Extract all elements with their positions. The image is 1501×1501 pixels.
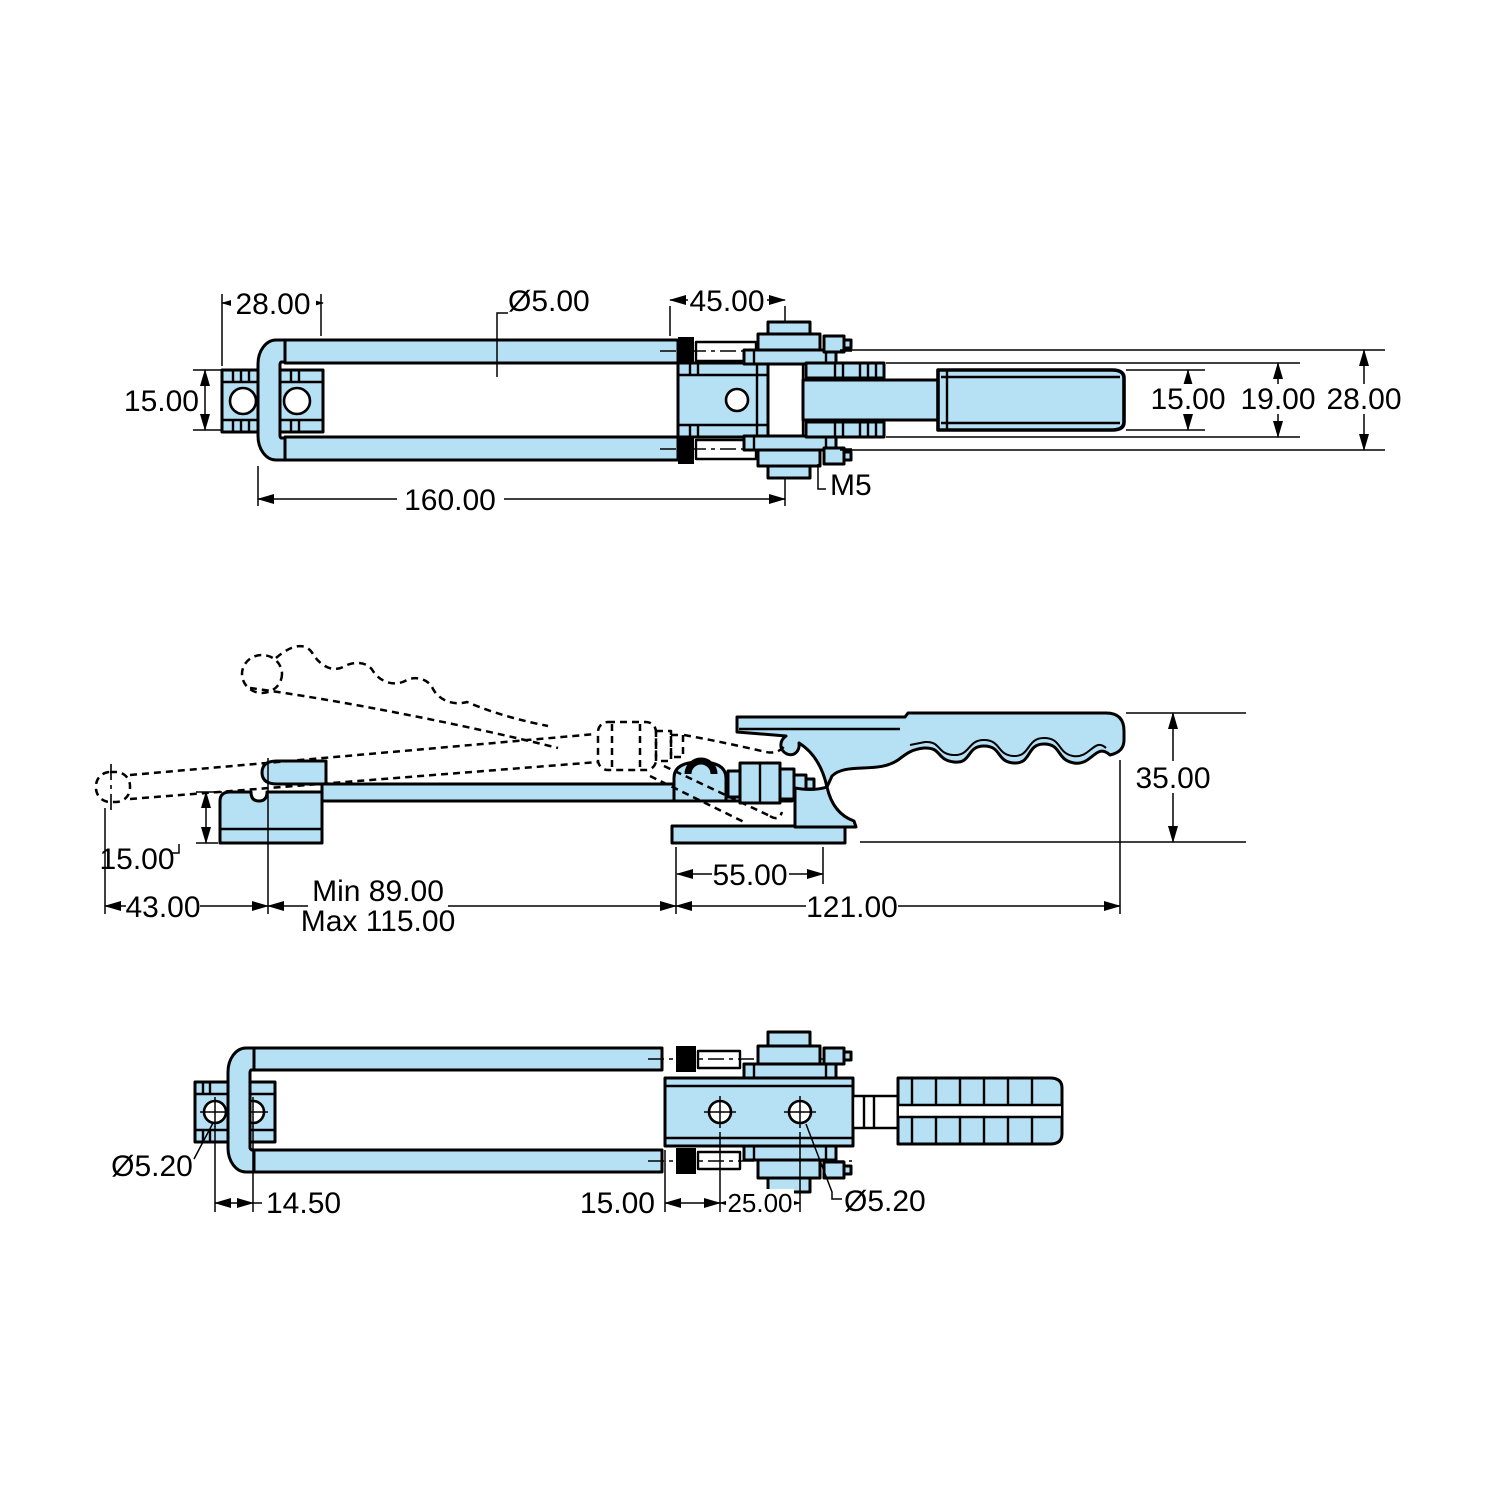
dim-45: 45.00 [689, 285, 764, 318]
dim-28-top: 28.00 [235, 288, 310, 321]
side-body-and-handle [735, 711, 1126, 829]
dim-1450: 14.50 [266, 1187, 341, 1220]
plate-hole [282, 386, 312, 416]
dim-160: 160.00 [404, 484, 496, 517]
dim-28-right: 28.00 [1326, 383, 1401, 416]
side-latch-bracket [218, 790, 324, 845]
dim-55: 55.00 [712, 859, 787, 892]
dim-dia5: Ø5.00 [508, 285, 590, 318]
top-view: 28.00 Ø5.00 45.00 15.00 160.00 M5 [124, 285, 1407, 517]
dim-121: 121.00 [806, 891, 898, 924]
dim-max115: Max 115.00 [301, 905, 456, 938]
side-open-position-dashed [94, 645, 788, 824]
dim-15-left: 15.00 [124, 385, 199, 418]
body-pivot-hole [724, 387, 750, 413]
plate-hole [228, 386, 258, 416]
side-base-plate [670, 824, 847, 845]
dim-min89: Min 89.00 [312, 875, 444, 908]
dim-15-bottom: 15.00 [580, 1187, 655, 1220]
top-handle-grip [936, 368, 1126, 432]
top-clamp-body [676, 361, 770, 439]
side-view-dimensions: 15.00 43.00 Min 89.00 Max 115.00 121.00 … [99, 712, 1246, 938]
top-pivot-assembly [742, 320, 853, 480]
bottom-u-bolt [226, 1046, 664, 1174]
bottom-pivot-assembly [742, 1030, 853, 1194]
bottom-handle-grip [851, 1076, 1064, 1146]
top-view-dimensions: 28.00 Ø5.00 45.00 15.00 160.00 M5 [124, 285, 1407, 517]
side-view: 15.00 43.00 Min 89.00 Max 115.00 121.00 … [94, 645, 1246, 938]
bottom-view-dimensions: Ø5.20 14.50 15.00 25.00 Ø5.20 [111, 1122, 926, 1220]
dim-dia52-left: Ø5.20 [111, 1150, 193, 1183]
dim-19: 19.00 [1240, 383, 1315, 416]
dim-35: 35.00 [1135, 762, 1210, 795]
dim-m5: M5 [830, 469, 872, 502]
top-lever-arm [801, 361, 940, 439]
dim-15-side: 15.00 [99, 843, 174, 876]
dim-dia52-right: Ø5.20 [844, 1185, 926, 1218]
bottom-view: Ø5.20 14.50 15.00 25.00 Ø5.20 [111, 1030, 1064, 1220]
dim-43: 43.00 [125, 891, 200, 924]
bottom-clamp-body [663, 1076, 855, 1148]
dim-25: 25.00 [727, 1188, 792, 1218]
dim-15-right: 15.00 [1150, 383, 1225, 416]
